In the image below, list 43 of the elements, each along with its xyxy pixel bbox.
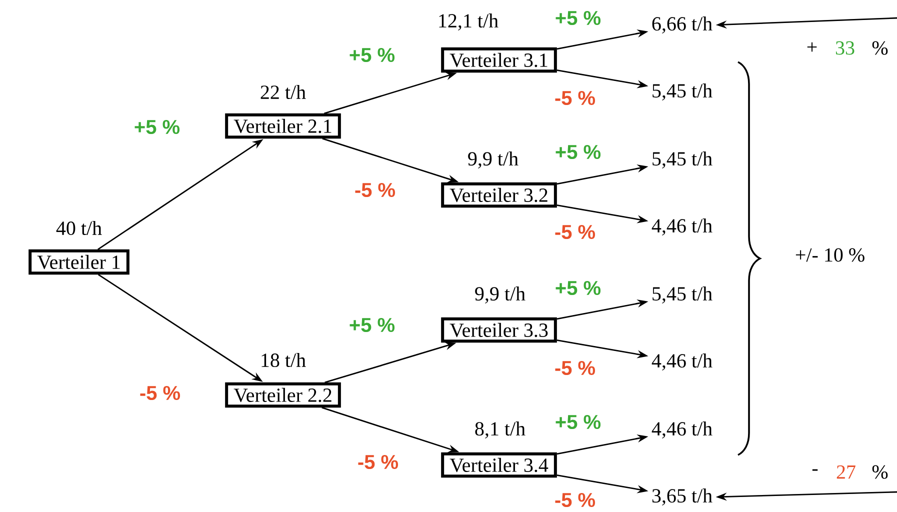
edge-label: -5 % (555, 90, 596, 106)
flow-rate: 4,46 t/h (652, 218, 712, 236)
distributor-box: Verteiler 2.2 (225, 382, 341, 408)
edge-label: -5 % (358, 454, 398, 470)
edge-label: -5 % (140, 386, 180, 400)
edge-label: -5 % (355, 182, 396, 198)
distributor-box: Verteiler 3.2 (441, 182, 557, 208)
flow-rate: 4,46 t/h (652, 354, 712, 370)
flow-rate: 18 t/h (262, 352, 306, 368)
flow-rate: 6,66 t/h (652, 16, 712, 34)
flow-rate: 22 t/h (260, 84, 306, 100)
distributor-box: Verteiler 3.3 (441, 317, 557, 343)
flow-rate: 5,45 t/h (652, 286, 712, 304)
flow-rate: 4,46 t/h (652, 422, 712, 438)
edge-label: -5 % (555, 224, 596, 240)
percentage-label: + (807, 42, 817, 52)
edge-label: +5 % (556, 414, 601, 430)
flow-rate: 9,9 t/h (468, 152, 518, 168)
flow-rate: 40 t/h (56, 220, 102, 236)
edge-label: +5 % (350, 318, 395, 332)
distributor-box: Verteiler 3.4 (441, 452, 557, 478)
flow-rate: 8,1 t/h (475, 422, 526, 438)
flow-rate: 9,9 t/h (475, 286, 526, 304)
percentage-label: % (872, 465, 888, 479)
flow-rate: 3,65 t/h (652, 488, 712, 506)
percentage-label: 27 (836, 465, 856, 479)
percentage-label: % (872, 41, 888, 55)
percentage-label: 33 (836, 41, 854, 55)
edge-label: +5 % (556, 144, 601, 160)
distributor-box: Verteiler 2.1 (225, 113, 341, 139)
edge-label: -5 % (555, 360, 596, 376)
flow-rate: 12,1 t/h (439, 14, 498, 30)
distributor-box: Verteiler 3.1 (441, 47, 557, 73)
distributor-box: Verteiler 1 (28, 249, 130, 275)
percentage-label: - (812, 469, 818, 471)
edge-label: -5 % (555, 492, 596, 508)
edge-label: +5 % (556, 280, 601, 296)
flow-rate: 5,45 t/h (652, 84, 712, 100)
edge-label: +5 % (134, 120, 180, 134)
edge-label: +5 % (556, 10, 601, 26)
percentage-label: +/- 10 % (796, 248, 864, 262)
edge-label: +5 % (350, 48, 395, 62)
flow-rate: 5,45 t/h (652, 152, 712, 168)
